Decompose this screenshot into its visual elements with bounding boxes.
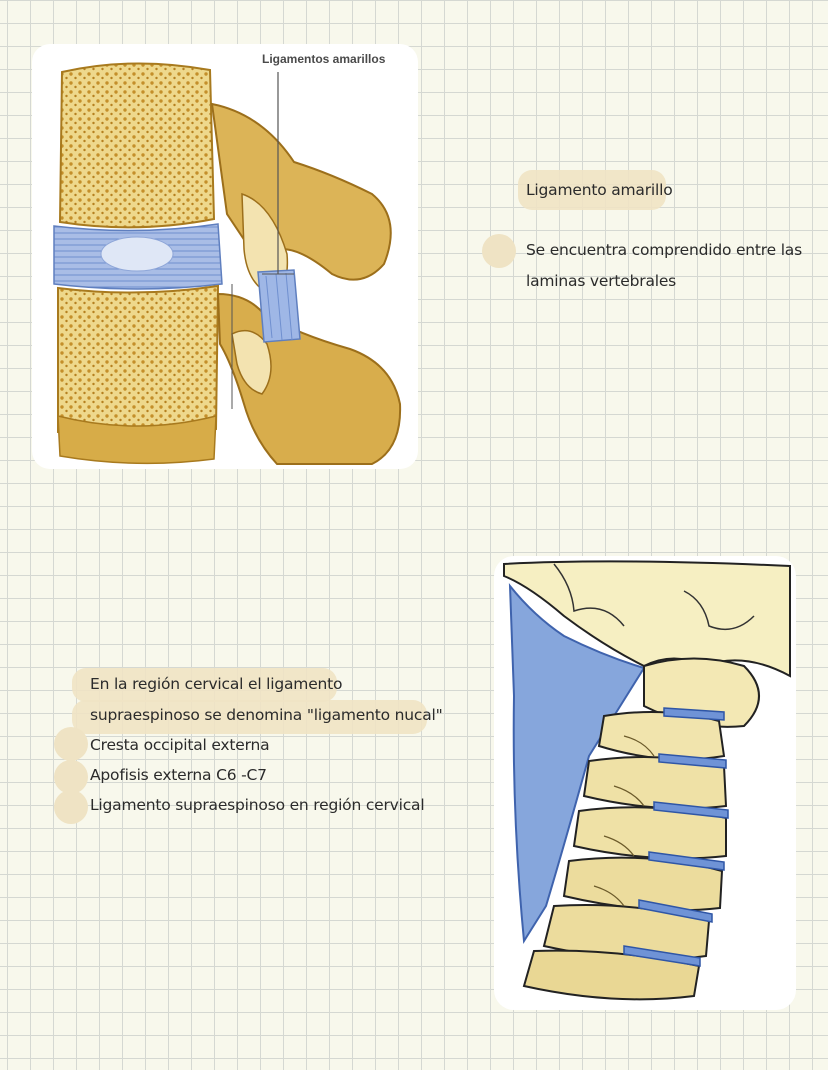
intro-line-2: supraespinoso se denomina "ligamento nuc… [90, 706, 443, 724]
list-item: Ligamento supraespinoso en región cervic… [90, 796, 425, 814]
ligamentos-amarillos-label: Ligamentos amarillos [262, 52, 386, 66]
cervical-spine-illustration [494, 556, 796, 1010]
title-highlight [518, 170, 666, 210]
cervical-spine-drawing [503, 560, 791, 1001]
bullet-dot [54, 727, 88, 761]
note-body-line-1: Se encuentra comprendido entre las [526, 241, 802, 259]
note-title: Ligamento amarillo [526, 181, 673, 199]
list-item: Apofisis externa C6 -C7 [90, 766, 267, 784]
intro-line-1: En la región cervical el ligamento [90, 675, 343, 693]
note-body-line-2: laminas vertebrales [526, 272, 677, 290]
list-item: Cresta occipital externa [90, 736, 270, 754]
intro-highlight-2 [72, 700, 427, 734]
bullet-dot [482, 234, 516, 268]
vertebrae-illustration [32, 44, 418, 469]
bullet-dot [54, 790, 88, 824]
bullet-dot [54, 760, 88, 794]
intro-highlight-1 [72, 668, 337, 702]
vertebrae-drawing [53, 62, 402, 465]
